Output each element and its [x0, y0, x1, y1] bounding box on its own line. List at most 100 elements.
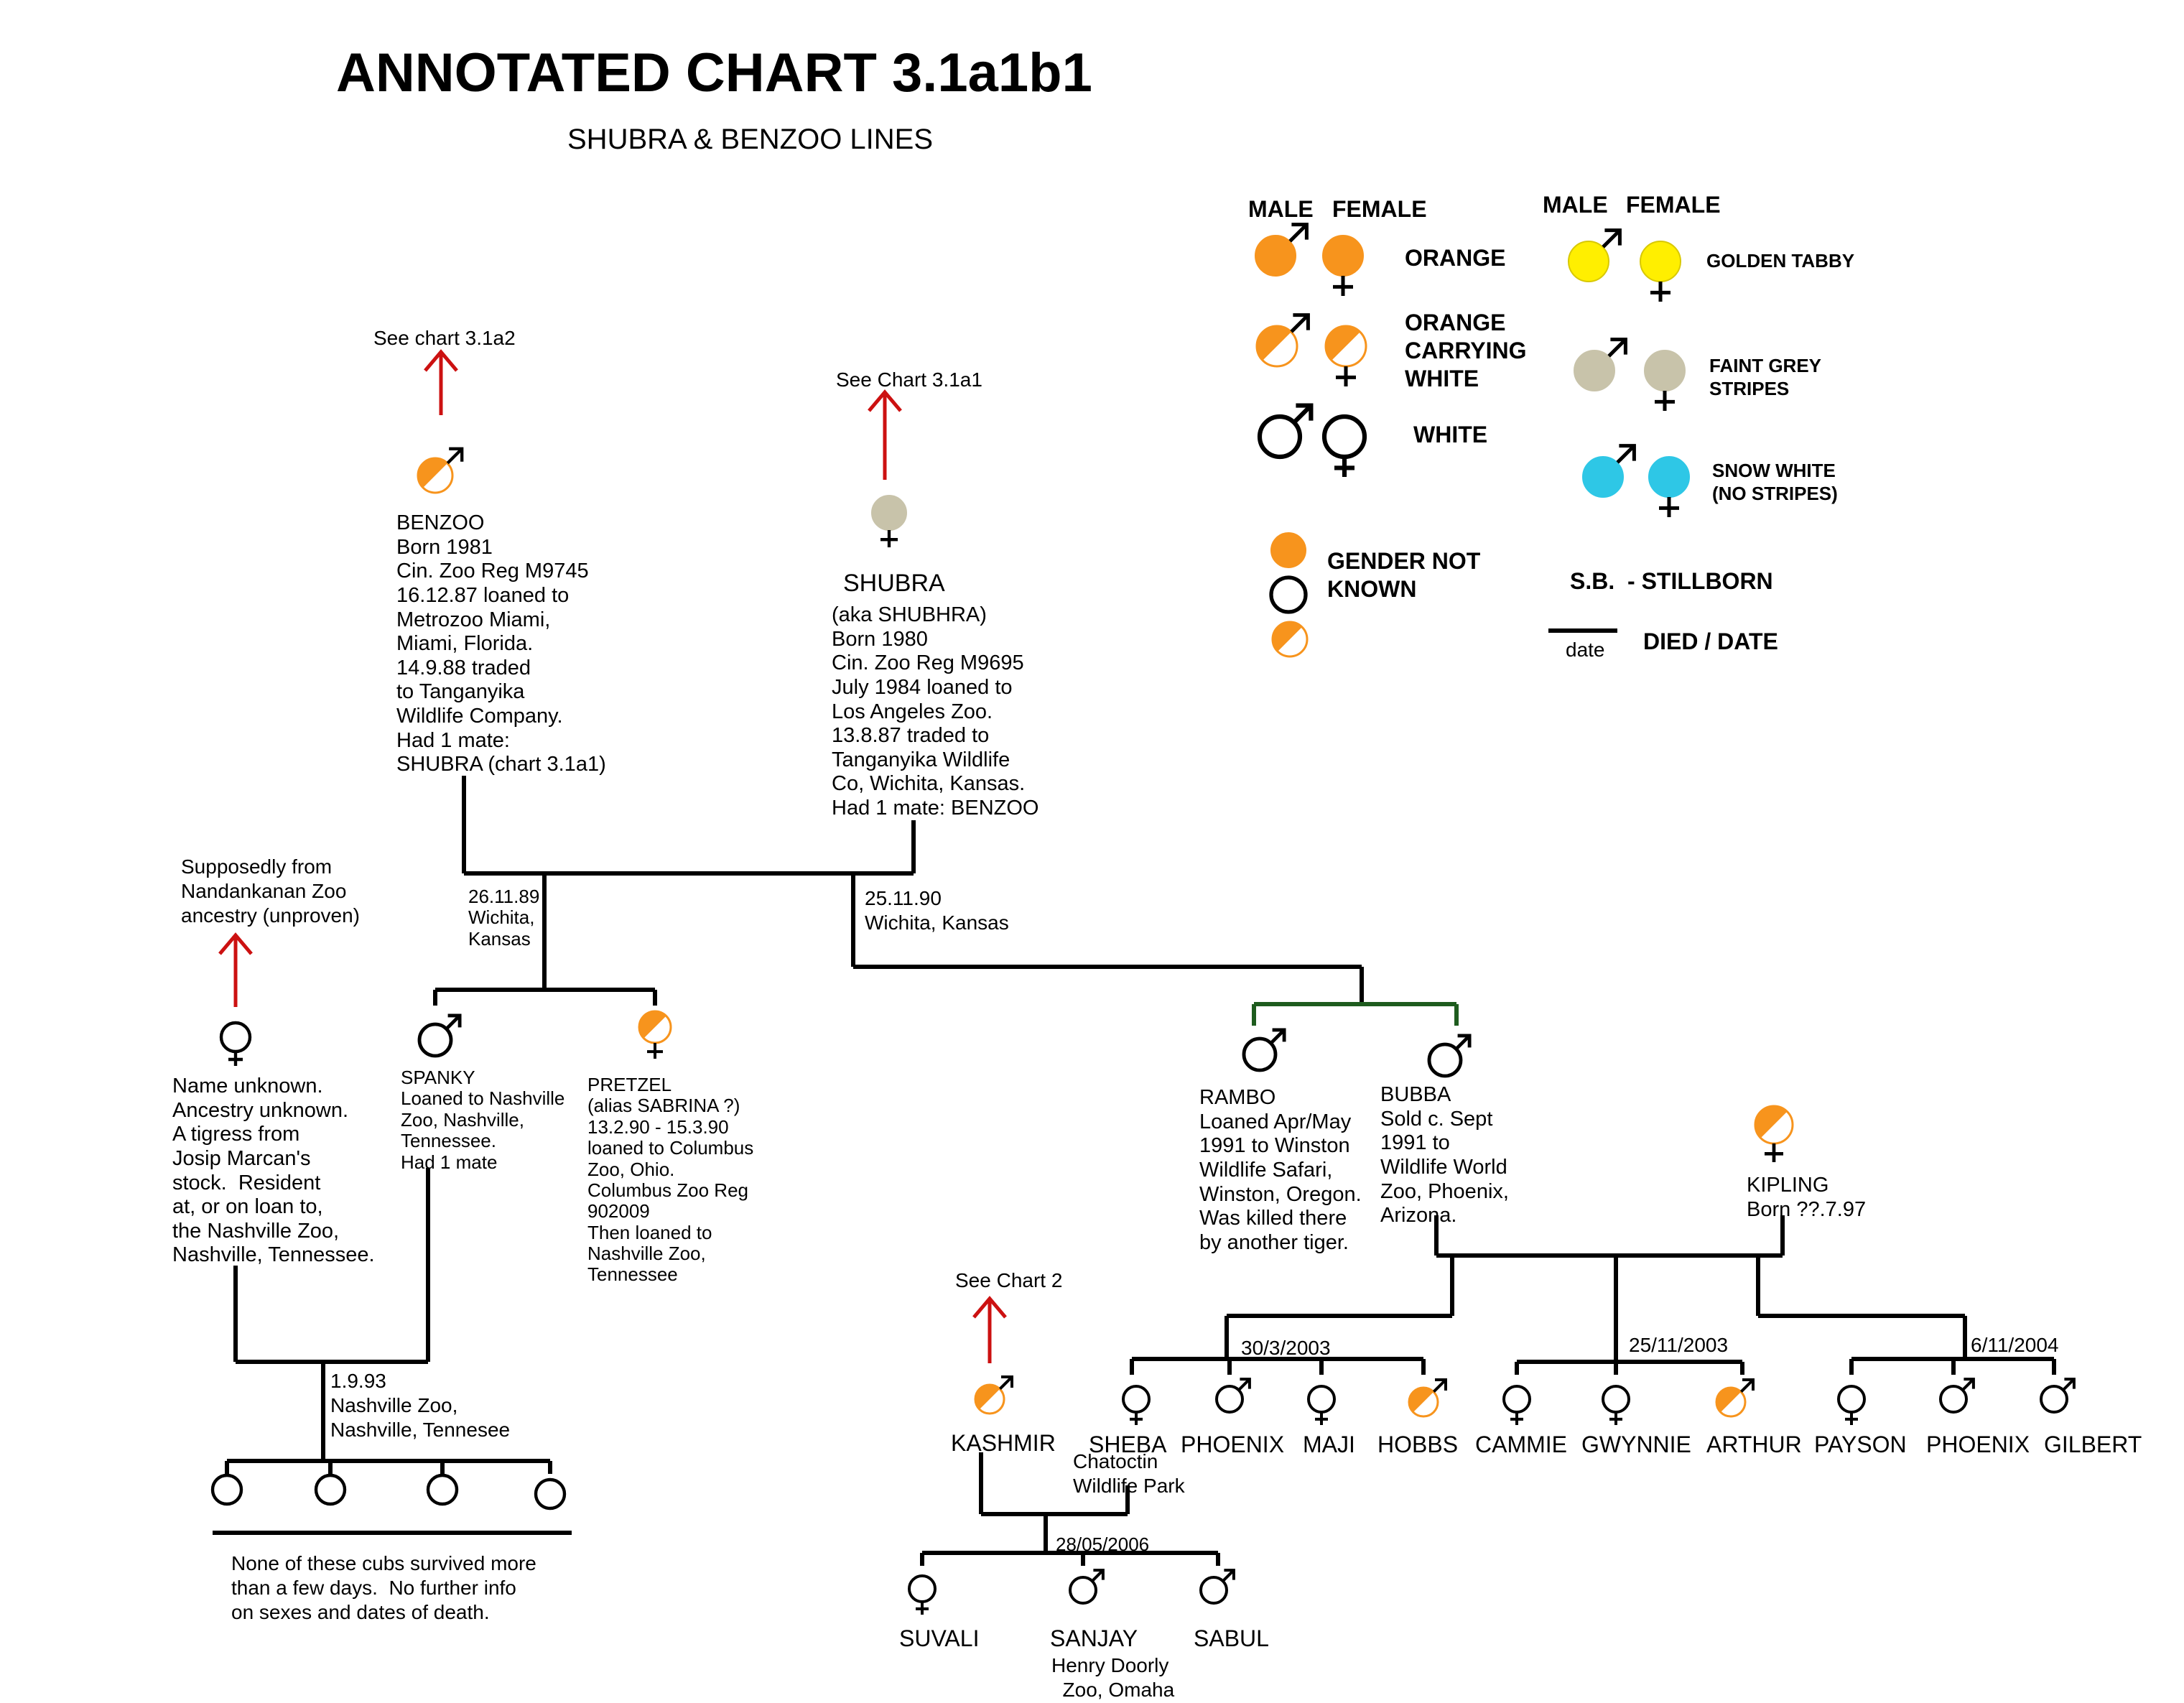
- legend-orange-carrying-white-male-icon: [1255, 313, 1310, 368]
- unknown-cubs-note: None of these cubs survived more than a …: [231, 1552, 536, 1624]
- litter-label-3: 1.9.93 Nashville Zoo, Nashville, Tennese…: [330, 1370, 511, 1442]
- spanky-info: SPANKY Loaned to Nashville Zoo, Nashvill…: [401, 1067, 565, 1173]
- kashmir-name: KASHMIR: [951, 1430, 1056, 1456]
- sabul-name: SABUL: [1194, 1625, 1269, 1651]
- legend-gender-not-known-label: GENDER NOT KNOWN: [1327, 548, 1481, 603]
- legend-orange-carrying-white-label: ORANGE CARRYING WHITE: [1405, 310, 1527, 392]
- legend-orange-female-icon: [1322, 235, 1364, 296]
- kashmir-location: Chatoctin Wildlife Park: [1073, 1450, 1185, 1498]
- cub-cammie: CAMMIE: [1475, 1431, 1567, 1457]
- legend-snow-white-male-icon: [1582, 444, 1636, 498]
- cammie-female-icon: [1502, 1385, 1531, 1425]
- chart-subtitle: SHUBRA & BENZOO LINES: [567, 124, 934, 155]
- legend-female-header-2: FEMALE: [1626, 192, 1721, 218]
- litter-label-5: 25/11/2003: [1629, 1334, 1729, 1356]
- legend-white-female-icon: [1321, 414, 1367, 477]
- gilbert-male-icon: [2040, 1378, 2076, 1414]
- legend-orange-male-icon: [1255, 223, 1309, 277]
- maji-female-icon: [1307, 1385, 1336, 1425]
- payson-female-icon: [1837, 1385, 1866, 1425]
- benzoo-reference: See chart 3.1a2: [373, 327, 516, 349]
- kashmir-reference-arrow: [972, 1296, 1007, 1363]
- kipling-info: KIPLING Born ??.7.97: [1747, 1174, 1867, 1221]
- legend-female-header: FEMALE: [1332, 196, 1427, 222]
- tigress-info: Name unknown. Ancestry unknown. A tigres…: [172, 1075, 375, 1267]
- spanky-male-icon: [417, 1013, 462, 1058]
- cub-maji: MAJI: [1303, 1431, 1355, 1457]
- legend-gender-unknown-orange-icon: [1270, 532, 1306, 568]
- cub-sheba: SHEBA: [1089, 1431, 1167, 1457]
- shubra-reference-arrow: [868, 389, 902, 480]
- shubra-name: SHUBRA: [843, 570, 945, 597]
- benzoo-male-icon: [417, 447, 464, 494]
- rambo-info: RAMBO Loaned Apr/May 1991 to Winston Wil…: [1199, 1086, 1362, 1254]
- litter-label-2: 25.11.90 Wichita, Kansas: [865, 887, 1009, 934]
- benzoo-info: BENZOO Born 1981 Cin. Zoo Reg M9745 16.1…: [396, 511, 606, 776]
- cub-gilbert: GILBERT: [2044, 1431, 2142, 1457]
- legend-golden-tabby-male-icon: [1568, 228, 1622, 282]
- cub-gwynnie: GWYNNIE: [1581, 1431, 1691, 1457]
- phoenix-1-male-icon: [1215, 1378, 1251, 1414]
- sheba-female-icon: [1122, 1385, 1151, 1425]
- phoenix-2-male-icon: [1939, 1378, 1975, 1414]
- bubba-info: BUBBA Sold c. Sept 1991 to Wildlife Worl…: [1380, 1083, 1509, 1228]
- legend-male-header: MALE: [1248, 196, 1314, 222]
- legend-stillborn-label: S.B. - STILLBORN: [1570, 568, 1773, 594]
- legend-date-sample: date: [1566, 639, 1605, 661]
- legend-male-header-2: MALE: [1543, 192, 1608, 218]
- shubra-reference: See Chart 3.1a1: [836, 368, 982, 391]
- gwynnie-female-icon: [1602, 1385, 1630, 1425]
- benzoo-reference-arrow: [424, 349, 458, 415]
- unknown-cub-3-icon: [426, 1473, 459, 1506]
- pretzel-info: PRETZEL (alias SABRINA ?) 13.2.90 - 15.3…: [587, 1074, 754, 1286]
- legend-golden-tabby-female-icon: [1640, 241, 1681, 302]
- kipling-female-icon: [1754, 1105, 1794, 1162]
- litter-label-1: 26.11.89 Wichita, Kansas: [468, 886, 540, 950]
- cub-phoenix-1: PHOENIX: [1181, 1431, 1285, 1457]
- rambo-male-icon: [1242, 1028, 1286, 1072]
- litter-label-6: 6/11/2004: [1971, 1334, 2059, 1356]
- legend-died-date-label: DIED / DATE: [1643, 628, 1778, 654]
- legend-orange-label: ORANGE: [1405, 245, 1506, 271]
- cub-phoenix-2: PHOENIX: [1926, 1431, 2030, 1457]
- legend-faint-grey-male-icon: [1574, 338, 1627, 391]
- sanjay-male-icon: [1069, 1569, 1105, 1605]
- bubba-male-icon: [1427, 1034, 1472, 1078]
- chart-title: ANNOTATED CHART 3.1a1b1: [336, 42, 1092, 103]
- legend-snow-white-label: SNOW WHITE (NO STRIPES): [1712, 460, 1838, 504]
- sabul-male-icon: [1199, 1569, 1235, 1605]
- sanjay-name: SANJAY: [1050, 1625, 1138, 1651]
- litter-label-7: 28/05/2006: [1056, 1533, 1150, 1555]
- legend-golden-tabby-label: GOLDEN TABBY: [1706, 250, 1855, 272]
- legend-snow-white-female-icon: [1648, 456, 1690, 517]
- legend-gender-unknown-half-icon: [1271, 621, 1309, 658]
- tigress-reference-arrow: [218, 932, 253, 1007]
- hobbs-male-icon: [1408, 1378, 1447, 1418]
- legend-gender-unknown-white-icon: [1269, 575, 1308, 614]
- shubra-info: (aka SHUBHRA) Born 1980 Cin. Zoo Reg M96…: [832, 603, 1039, 820]
- sanjay-location: Henry Doorly Zoo, Omaha: [1051, 1654, 1175, 1702]
- suvali-name: SUVALI: [899, 1625, 980, 1651]
- legend-orange-carrying-white-female-icon: [1324, 325, 1367, 386]
- legend-faint-grey-female-icon: [1644, 350, 1686, 411]
- cub-arthur: ARTHUR: [1706, 1431, 1802, 1457]
- unknown-cub-2-icon: [314, 1473, 347, 1506]
- litter-label-4: 30/3/2003: [1241, 1337, 1331, 1359]
- shubra-female-icon: [871, 495, 907, 547]
- unknown-cub-1-icon: [210, 1473, 243, 1506]
- cub-hobbs: HOBBS: [1377, 1431, 1459, 1457]
- tigress-female-icon: [219, 1021, 252, 1066]
- legend-white-male-icon: [1257, 403, 1314, 460]
- suvali-female-icon: [908, 1574, 937, 1615]
- unknown-cub-4-icon: [534, 1477, 567, 1511]
- arthur-male-icon: [1715, 1378, 1755, 1418]
- kashmir-reference: See Chart 2: [955, 1269, 1063, 1291]
- legend-faint-grey-label: FAINT GREY STRIPES: [1709, 355, 1822, 399]
- tigress-reference: Supposedly from Nandankanan Zoo ancestry…: [181, 855, 361, 927]
- pretzel-female-icon: [638, 1010, 672, 1059]
- legend-white-label: WHITE: [1413, 422, 1488, 447]
- kashmir-male-icon: [974, 1375, 1013, 1415]
- cub-payson: PAYSON: [1814, 1431, 1907, 1457]
